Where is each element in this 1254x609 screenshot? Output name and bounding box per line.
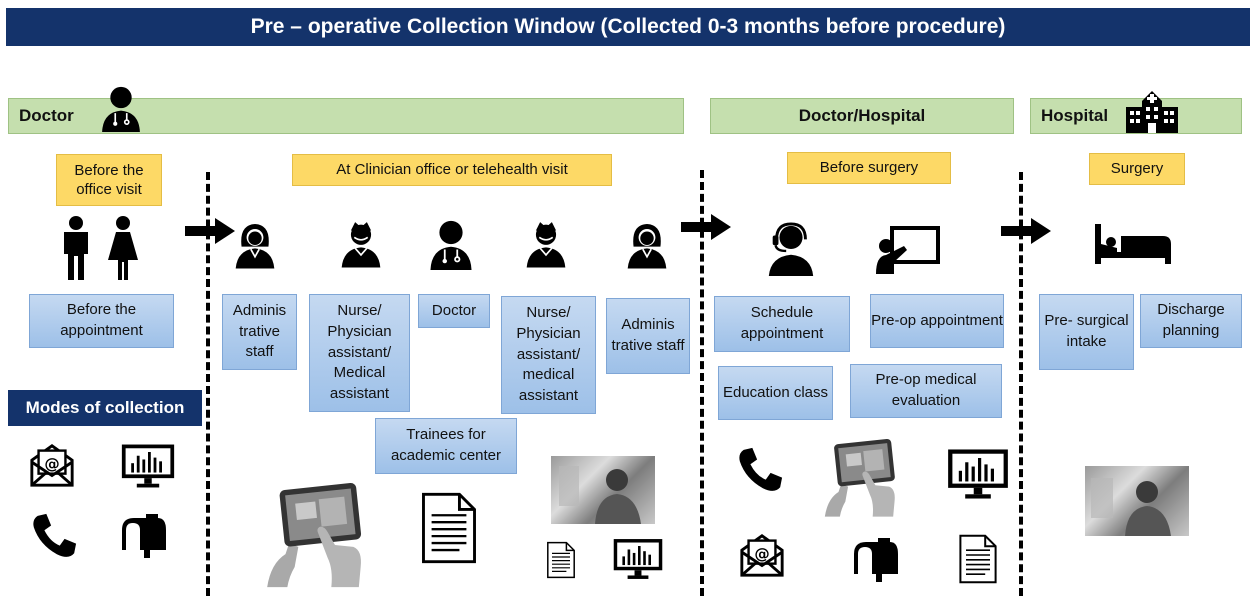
headset-icon [766, 222, 816, 276]
step-admin-staff: Adminis trative staff [222, 294, 297, 370]
step-education-class: Education class [718, 366, 833, 420]
man-icon [58, 216, 94, 282]
monitor-chart-icon [612, 536, 664, 582]
mailbox-icon [118, 512, 168, 558]
stage-before-visit: Before the office visit [56, 154, 162, 206]
modes-label: Modes of collection [8, 390, 202, 426]
step-admin-staff: Adminis trative staff [606, 298, 690, 374]
hospital-icon [1124, 87, 1180, 133]
lane-hospital-label: Hospital [1041, 106, 1109, 125]
email-icon [28, 442, 76, 488]
step-doctor: Doctor [418, 294, 490, 328]
step-discharge-planning: Discharge planning [1140, 294, 1242, 348]
monitor-chart-icon [946, 446, 1010, 502]
woman-icon [104, 216, 142, 282]
presentation-icon [874, 226, 940, 274]
phone-icon [30, 512, 78, 560]
step-schedule-appointment: Schedule appointment [714, 296, 850, 352]
tablet-hand-icon [258, 474, 368, 594]
separator-2 [700, 170, 704, 596]
step-trainees: Trainees for academic center [375, 418, 517, 474]
tablet-hand-icon [818, 436, 900, 518]
stage-surgery: Surgery [1089, 153, 1185, 185]
stage-before-surgery: Before surgery [787, 152, 951, 184]
doctor-icon [427, 220, 475, 270]
photo-image [551, 456, 655, 524]
lane-doctor-hospital: Doctor/Hospital [710, 98, 1014, 134]
arrow-icon [680, 212, 732, 242]
separator-3 [1019, 172, 1023, 596]
email-icon [738, 532, 786, 578]
step-preop-appointment: Pre-op appointment [870, 294, 1004, 348]
phone-icon [736, 446, 784, 494]
monitor-chart-icon [120, 442, 176, 490]
step-before-appointment: Before the appointment [29, 294, 174, 348]
lane-doctor-hospital-label: Doctor/Hospital [798, 106, 926, 125]
document-icon [420, 490, 478, 566]
step-preop-evaluation: Pre-op medical evaluation [850, 364, 1002, 418]
lane-doctor-label: Doctor [19, 106, 74, 125]
mailbox-icon [850, 536, 900, 582]
photo-image [1085, 466, 1189, 536]
step-presurgical-intake: Pre- surgical intake [1039, 294, 1134, 370]
bed-icon [1093, 222, 1173, 264]
diagram-title: Pre – operative Collection Window (Colle… [6, 8, 1250, 46]
doctor-icon [98, 86, 144, 132]
stage-clinician-office: At Clinician office or telehealth visit [292, 154, 612, 186]
step-nurse-pa: Nurse/ Physician assistant/ Medical assi… [309, 294, 410, 412]
step-nurse-pa: Nurse/ Physician assistant/ medical assi… [501, 296, 596, 414]
arrow-icon [184, 216, 236, 246]
nurse-icon [525, 218, 567, 270]
document-icon [958, 532, 998, 586]
female-staff-icon [626, 220, 668, 270]
document-icon [546, 540, 576, 580]
separator-1 [206, 172, 210, 596]
female-staff-icon [234, 220, 276, 270]
nurse-icon [340, 218, 382, 270]
arrow-icon [1000, 216, 1052, 246]
